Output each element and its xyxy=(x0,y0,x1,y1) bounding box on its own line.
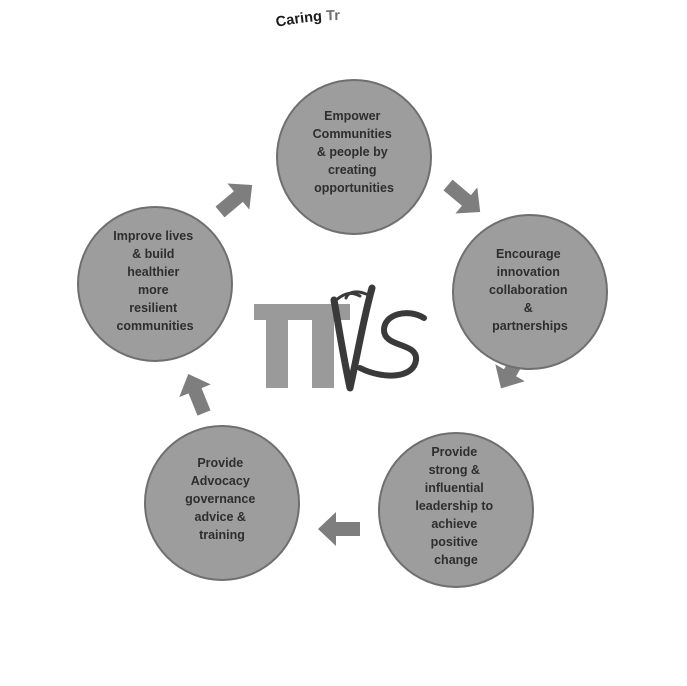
ring-word: Inclusive xyxy=(0,0,4,4)
ring-word: Professional xyxy=(0,0,5,4)
ring-word: Ambitious xyxy=(0,0,6,4)
ring-word: Passionate xyxy=(0,0,5,4)
svg-text:Improve lives & build: Improve lives & build healthier more res… xyxy=(113,229,196,333)
logo-tt-mark xyxy=(254,304,350,388)
node-circle xyxy=(378,432,534,588)
node-circle xyxy=(276,79,432,235)
node-circle xyxy=(144,425,300,581)
arrow-leadership-to-advocacy xyxy=(318,512,360,546)
ring-word: Accessible xyxy=(0,0,6,4)
node-circle xyxy=(452,214,608,370)
ring-word: Positive xyxy=(0,0,5,4)
node-circle xyxy=(77,206,233,362)
ring-word: Secure xyxy=(0,0,5,4)
arrow-advocacy-to-improve xyxy=(179,374,211,416)
ring-word: Open xyxy=(0,0,6,4)
ring-word: Involved xyxy=(0,0,5,4)
ring-word: Supportive xyxy=(0,0,5,4)
logo-vs-script xyxy=(330,284,427,392)
ring-word: Ethical xyxy=(0,0,5,4)
svg-text:Empower Communities: Empower Communities & people by creating… xyxy=(313,109,396,195)
ttvs-logo xyxy=(254,284,427,392)
ring-word: Approachable xyxy=(0,0,6,4)
svg-text:Encourage innovation: Encourage innovation collaboration & par… xyxy=(489,247,571,333)
ring-word: Transparent xyxy=(0,0,5,4)
ring-word: Integrity xyxy=(0,0,4,4)
ring-word: Empowering xyxy=(0,0,6,4)
ring-word: Optimistic xyxy=(0,0,6,4)
ring-word: Flexible xyxy=(0,0,5,4)
ring-word: Caring xyxy=(274,8,326,30)
arrow-empower-to-encourage xyxy=(443,179,481,214)
arrow-improve-to-empower xyxy=(215,183,253,218)
ring-word: Enabling xyxy=(0,0,5,4)
svg-text:Provide strong & i: Provide strong & influential leadership … xyxy=(415,445,496,567)
node-improve-lives: Improve lives & build healthier more res… xyxy=(77,206,233,362)
ring-word: Proactive xyxy=(0,0,5,4)
ring-word: Collaborative xyxy=(0,0,6,4)
node-provide-advocacy: Provide Advocacy governance advice & tra… xyxy=(144,425,300,581)
node-empower: Empower Communities & people by creating… xyxy=(276,79,432,235)
values-ring: Caring Trustworthy Ambitious Open Profes… xyxy=(0,0,340,31)
node-provide-leadership: Provide strong & influential leadership … xyxy=(378,432,534,588)
node-encourage: Encourage innovation collaboration & par… xyxy=(452,214,608,370)
ring-word: Consistent xyxy=(0,0,6,4)
ring-word: People-centred xyxy=(0,0,5,4)
ring-word: Equality xyxy=(0,0,5,4)
svg-text:Provide Advocacy g: Provide Advocacy governance advice & tra… xyxy=(185,456,259,542)
ring-word: Determined xyxy=(0,0,6,4)
ring-word: Safe xyxy=(0,0,5,4)
